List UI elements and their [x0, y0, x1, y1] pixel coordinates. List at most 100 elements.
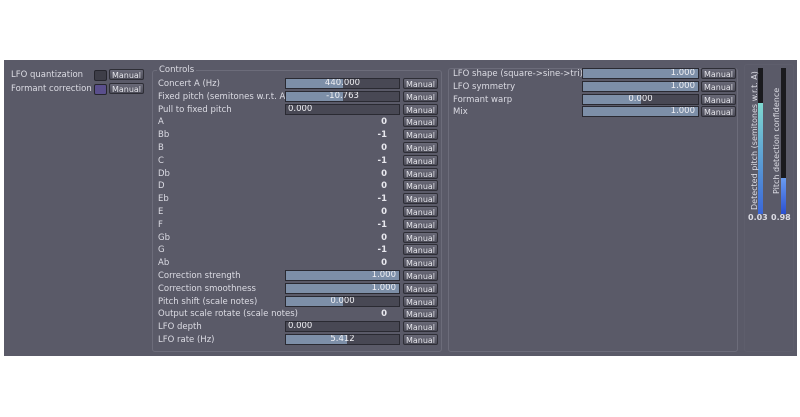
output-scale-rotate-value[interactable]: 0: [381, 309, 387, 320]
note-c-manual-button[interactable]: Manual: [403, 154, 438, 166]
note-g-label: G: [158, 245, 165, 256]
correction-smoothness-value: 1.000: [371, 282, 396, 293]
lfo-shape-manual-button[interactable]: Manual: [701, 68, 736, 79]
formant-correction-label: Formant correction: [11, 84, 92, 94]
formant-warp-label: Formant warp: [453, 94, 513, 105]
correction-smoothness-slider[interactable]: 1.000: [285, 282, 400, 294]
note-e-value[interactable]: 0: [381, 207, 387, 217]
formant-warp-slider-fill: [583, 94, 641, 104]
note-db-manual-button[interactable]: Manual: [403, 167, 438, 179]
correction-smoothness-label: Correction smoothness: [158, 283, 256, 294]
note-bb-value[interactable]: -1: [377, 130, 387, 141]
concert-a-manual-button[interactable]: Manual: [403, 78, 438, 89]
note-b-label: B: [158, 143, 164, 153]
pitch-shift-slider-fill: [286, 296, 343, 306]
meters-group: [744, 64, 794, 352]
pull-to-fixed-label: Pull to fixed pitch: [158, 104, 232, 115]
mix-manual-button[interactable]: Manual: [701, 106, 736, 118]
detected-pitch-meter: [758, 68, 763, 214]
fixed-pitch-slider-fill: [286, 91, 343, 101]
confidence-meter: [781, 68, 786, 214]
lfo-symmetry-value: 1.000: [670, 80, 695, 91]
note-g-value[interactable]: -1: [377, 245, 387, 256]
formant-warp-value: 0.000: [628, 93, 653, 104]
note-eb-label: Eb: [158, 194, 169, 205]
note-b-manual-button[interactable]: Manual: [403, 142, 438, 153]
confidence-value: 0.98: [771, 213, 791, 222]
pitch-shift-slider[interactable]: 0.000: [285, 295, 400, 307]
note-db-value[interactable]: 0: [381, 168, 387, 179]
lfo-symmetry-slider[interactable]: 1.000: [582, 80, 699, 92]
lfo-quantization-manual-button[interactable]: Manual: [109, 69, 144, 80]
controls-group: [152, 70, 442, 352]
pitch-shift-label: Pitch shift (scale notes): [158, 296, 258, 307]
note-d-label: D: [158, 181, 165, 192]
note-ab-value[interactable]: 0: [381, 258, 387, 269]
lfo-depth-manual-button[interactable]: Manual: [403, 321, 438, 333]
note-eb-value[interactable]: -1: [377, 194, 387, 205]
lfo-rate-slider[interactable]: 5.412: [285, 334, 400, 345]
fixed-pitch-manual-button[interactable]: Manual: [403, 90, 438, 102]
note-gb-value[interactable]: 0: [381, 232, 387, 243]
note-c-value[interactable]: -1: [377, 155, 387, 166]
lfo-symmetry-manual-button[interactable]: Manual: [701, 80, 736, 92]
plugin-panel: LFO quantization Manual Formant correcti…: [4, 60, 797, 356]
note-b-value[interactable]: 0: [381, 143, 387, 153]
formant-warp-manual-button[interactable]: Manual: [701, 93, 736, 105]
formant-correction-manual-button[interactable]: Manual: [109, 83, 144, 94]
mix-slider[interactable]: 1.000: [582, 106, 699, 118]
note-a-label: A: [158, 117, 164, 128]
concert-a-label: Concert A (Hz): [158, 79, 220, 89]
note-d-value[interactable]: 0: [381, 181, 387, 192]
mix-label: Mix: [453, 107, 468, 118]
note-f-value[interactable]: -1: [377, 219, 387, 230]
lfo-depth-slider[interactable]: 0.000: [285, 321, 400, 333]
pitch-shift-value: 0.000: [330, 295, 355, 306]
correction-strength-manual-button[interactable]: Manual: [403, 270, 438, 281]
note-a-manual-button[interactable]: Manual: [403, 116, 438, 128]
correction-smoothness-manual-button[interactable]: Manual: [403, 282, 438, 294]
pitch-shift-manual-button[interactable]: Manual: [403, 295, 438, 307]
detected-pitch-meter-fill: [758, 103, 763, 214]
fixed-pitch-slider[interactable]: -10.763: [285, 90, 400, 102]
note-d-manual-button[interactable]: Manual: [403, 180, 438, 192]
lfo-shape-slider[interactable]: 1.000: [582, 68, 699, 79]
concert-a-slider[interactable]: 440.000: [285, 78, 400, 89]
confidence-meter-fill: [781, 177, 786, 214]
correction-strength-slider[interactable]: 1.000: [285, 270, 400, 281]
note-ab-manual-button[interactable]: Manual: [403, 257, 438, 269]
lfo-rate-manual-button[interactable]: Manual: [403, 334, 438, 345]
concert-a-value: 440.000: [324, 78, 361, 88]
formant-warp-slider[interactable]: 0.000: [582, 93, 699, 105]
mix-value: 1.000: [670, 106, 695, 117]
pull-to-fixed-value: 0.000: [288, 103, 313, 114]
note-g-manual-button[interactable]: Manual: [403, 244, 438, 256]
lfo-rate-label: LFO rate (Hz): [158, 335, 215, 345]
lfo-quantization-toggle[interactable]: [94, 70, 107, 81]
note-e-label: E: [158, 207, 164, 217]
lfo-shape-value: 1.000: [670, 68, 695, 78]
correction-strength-slider-fill: [286, 271, 399, 280]
pull-to-fixed-slider[interactable]: 0.000: [285, 103, 400, 115]
correction-strength-label: Correction strength: [158, 271, 241, 281]
mix-slider-fill: [583, 107, 698, 117]
note-db-label: Db: [158, 168, 170, 179]
fixed-pitch-label: Fixed pitch (semitones w.r.t. A): [158, 91, 289, 102]
note-bb-manual-button[interactable]: Manual: [403, 129, 438, 141]
lfo-rate-slider-fill: [286, 335, 348, 344]
correction-strength-value: 1.000: [371, 270, 396, 280]
concert-a-slider-fill: [286, 79, 343, 88]
note-e-manual-button[interactable]: Manual: [403, 206, 438, 217]
pull-to-fixed-manual-button[interactable]: Manual: [403, 103, 438, 115]
note-eb-manual-button[interactable]: Manual: [403, 193, 438, 205]
output-scale-rotate-label: Output scale rotate (scale notes): [158, 309, 298, 320]
lfo-rate-value: 5.412: [330, 334, 355, 344]
note-c-label: C: [158, 155, 164, 166]
note-gb-manual-button[interactable]: Manual: [403, 231, 438, 243]
note-f-manual-button[interactable]: Manual: [403, 218, 438, 230]
output-scale-rotate-manual-button[interactable]: Manual: [403, 308, 438, 320]
formant-correction-toggle[interactable]: [94, 84, 107, 95]
lfo-quantization-label: LFO quantization: [11, 70, 84, 80]
lfo-symmetry-label: LFO symmetry: [453, 81, 516, 92]
note-a-value[interactable]: 0: [381, 117, 387, 128]
